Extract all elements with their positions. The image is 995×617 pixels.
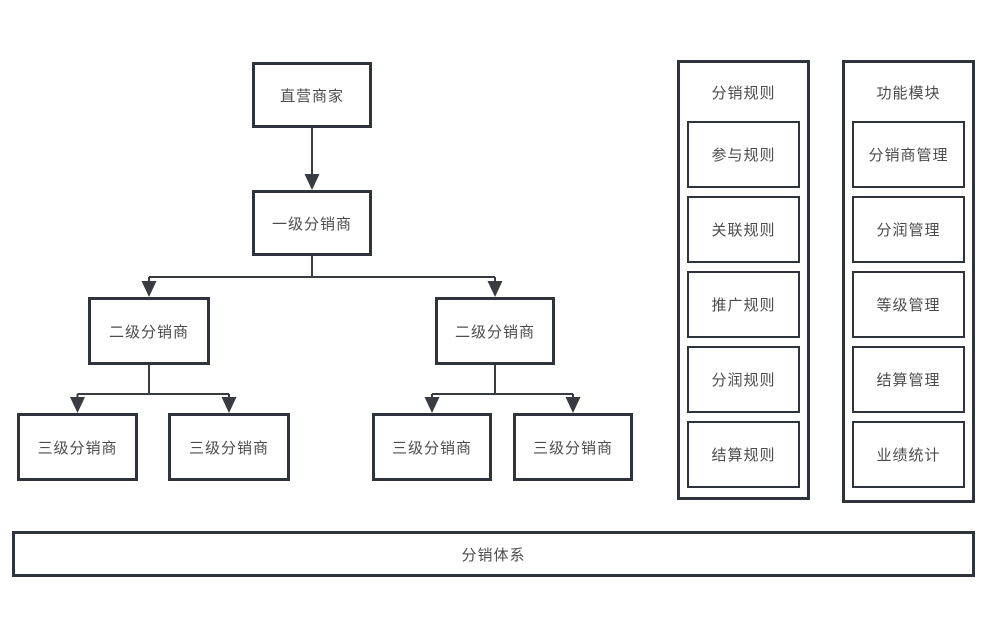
rules-panel: 分销规则 参与规则 关联规则 推广规则 分润规则 结算规则 — [677, 60, 810, 500]
modules-panel-item-settlement-management: 结算管理 — [852, 346, 965, 413]
tree-node-level3-distributor-2: 三级分销商 — [168, 413, 290, 481]
distribution-system-bar: 分销体系 — [12, 531, 975, 577]
modules-panel: 功能模块 分销商管理 分润管理 等级管理 结算管理 业绩统计 — [842, 60, 975, 503]
tree-node-level2-distributor-right: 二级分销商 — [435, 297, 555, 365]
rules-panel-item-settlement: 结算规则 — [687, 421, 800, 488]
distribution-system-label: 分销体系 — [461, 546, 526, 564]
rules-panel-item-promotion: 推广规则 — [687, 271, 800, 338]
connector-root-to-level1 — [304, 128, 320, 190]
tree-node-direct-merchant: 直营商家 — [252, 62, 372, 128]
modules-panel-item-performance-statistics: 业绩统计 — [852, 421, 965, 488]
modules-panel-item-profit-management: 分润管理 — [852, 196, 965, 263]
tree-node-level3-distributor-1: 三级分销商 — [17, 413, 138, 481]
rules-panel-title: 分销规则 — [711, 84, 776, 102]
modules-panel-item-level-management: 等级管理 — [852, 271, 965, 338]
connector-level1-to-level2 — [141, 256, 503, 297]
rules-panel-item-participation: 参与规则 — [687, 121, 800, 188]
tree-node-level1-distributor: 一级分销商 — [252, 190, 372, 256]
tree-node-level3-distributor-3: 三级分销商 — [372, 413, 492, 481]
connector-level2-left-to-level3 — [70, 365, 237, 413]
rules-panel-item-association: 关联规则 — [687, 196, 800, 263]
modules-panel-item-distributor-management: 分销商管理 — [852, 121, 965, 188]
connector-level2-right-to-level3 — [424, 365, 581, 413]
rules-panel-item-profit-sharing: 分润规则 — [687, 346, 800, 413]
tree-node-level3-distributor-4: 三级分销商 — [513, 413, 633, 481]
modules-panel-title: 功能模块 — [876, 84, 941, 102]
tree-node-level2-distributor-left: 二级分销商 — [88, 297, 210, 365]
